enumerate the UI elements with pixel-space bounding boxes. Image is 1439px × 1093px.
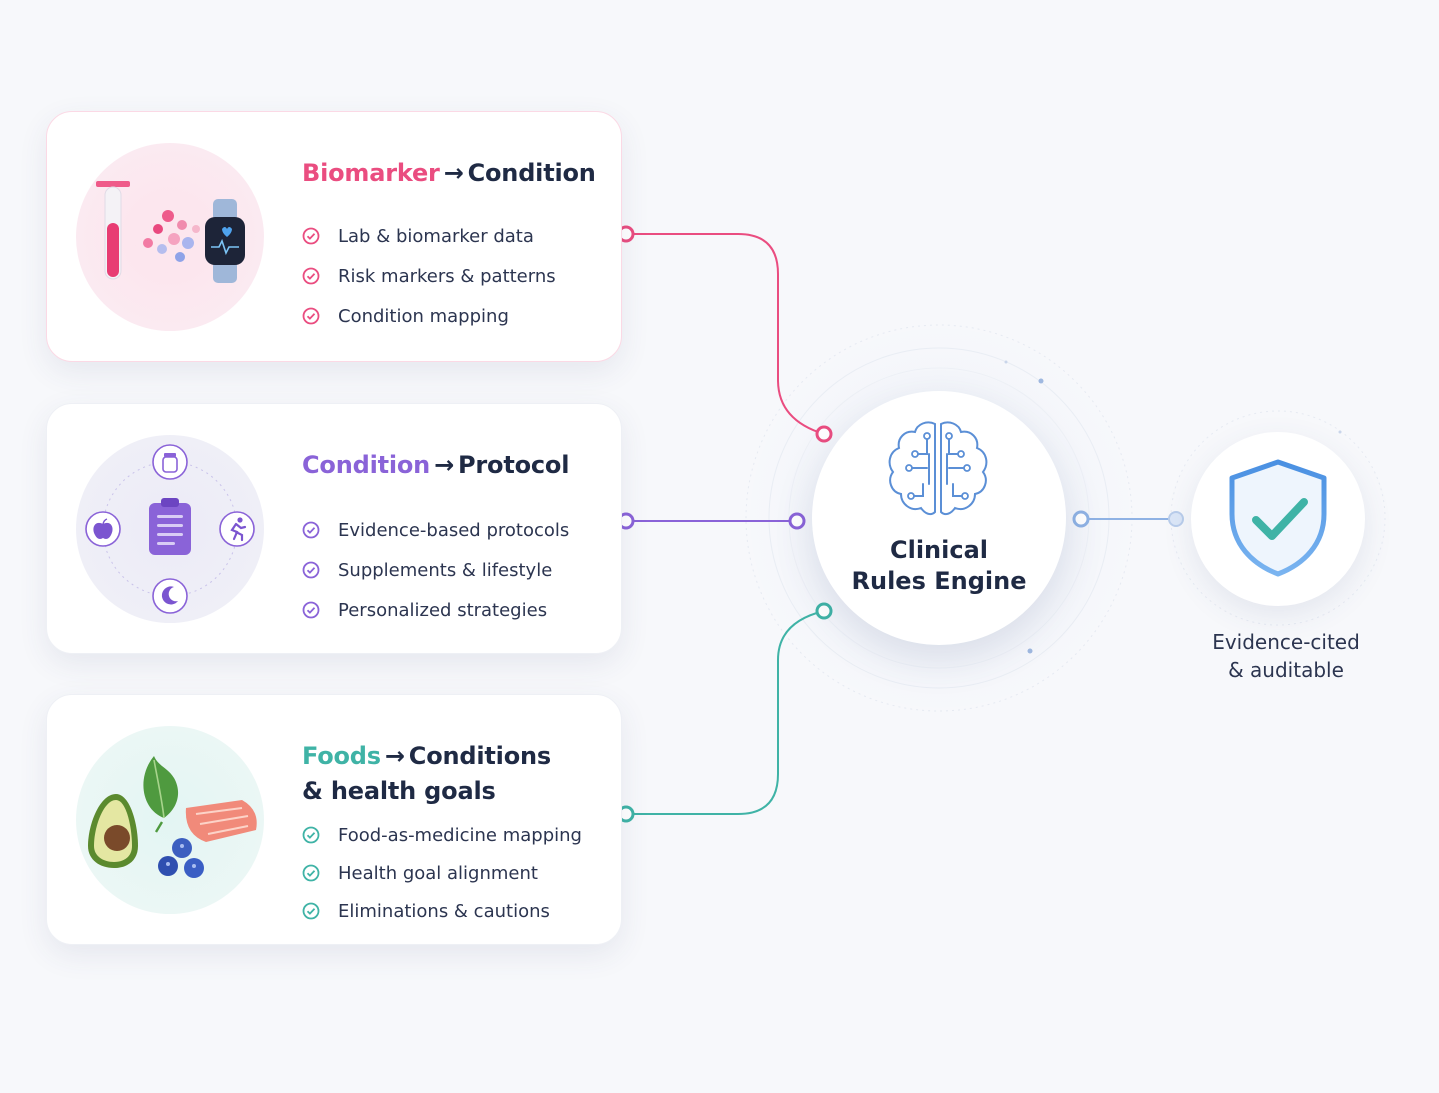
list-item-label: Lab & biomarker data [338, 225, 534, 247]
list-item: Condition mapping [302, 296, 556, 336]
salmon-icon [185, 800, 257, 842]
engine-label: Clinical Rules Engine [812, 535, 1066, 597]
title-highlight: Foods [302, 742, 381, 770]
list-item-label: Risk markers & patterns [338, 265, 556, 287]
protocol-illustration [76, 435, 264, 623]
molecule-cluster-icon [134, 197, 210, 273]
check-circle-icon [302, 902, 320, 920]
test-tube-icon [96, 181, 130, 280]
card-title: Foods→Conditions & health goals [302, 739, 612, 809]
output-label-line2: & auditable [1228, 658, 1344, 682]
title-rest-line2: & health goals [302, 777, 496, 805]
list-item-label: Food-as-medicine mapping [338, 824, 582, 846]
title-rest: Condition [467, 159, 596, 187]
wire-biomarker [626, 233, 825, 435]
port-cond-in [788, 512, 806, 530]
list-item-label: Health goal alignment [338, 862, 538, 884]
blueberries-icon [158, 838, 204, 878]
list-item: Risk markers & patterns [302, 256, 556, 296]
brain-circuit-icon [888, 421, 988, 516]
shield-ring [1170, 410, 1386, 626]
supplement-bottle-icon [152, 444, 188, 480]
list-item: Personalized strategies [302, 590, 569, 630]
feature-list: Food-as-medicine mapping Health goal ali… [302, 816, 582, 930]
arrow-icon: → [384, 742, 405, 770]
moon-icon [152, 578, 188, 614]
check-circle-icon [302, 601, 320, 619]
list-item: Eliminations & cautions [302, 892, 582, 930]
feature-list: Lab & biomarker data Risk markers & patt… [302, 216, 556, 336]
port-food-in [815, 602, 833, 620]
smartwatch-heart-icon [205, 199, 245, 283]
port-engine-out [1072, 510, 1090, 528]
clipboard-icon [149, 498, 191, 555]
runner-icon [219, 511, 255, 547]
check-circle-icon [302, 826, 320, 844]
list-item: Supplements & lifestyle [302, 550, 569, 590]
check-circle-icon [302, 267, 320, 285]
list-item-label: Eliminations & cautions [338, 900, 550, 922]
list-item: Evidence-based protocols [302, 510, 569, 550]
foods-illustration [76, 726, 264, 914]
ring-dot [1004, 360, 1008, 364]
title-rest: Protocol [458, 451, 570, 479]
ring-dot [1038, 378, 1044, 384]
list-item: Food-as-medicine mapping [302, 816, 582, 854]
check-circle-icon [302, 227, 320, 245]
list-item-label: Condition mapping [338, 305, 509, 327]
port-bio-in [815, 425, 833, 443]
check-circle-icon [302, 864, 320, 882]
ring-dot [1027, 648, 1033, 654]
port-shield-in [1168, 511, 1184, 527]
audit-shield-badge [1191, 432, 1365, 606]
arrow-icon: → [443, 159, 464, 187]
clinical-rules-engine: Clinical Rules Engine [812, 391, 1066, 645]
card-foods-conditions: Foods→Conditions & health goals Food-as-… [46, 694, 622, 945]
card-condition-protocol: Condition→Protocol Evidence-based protoc… [46, 403, 622, 654]
output-label-line1: Evidence-cited [1212, 630, 1360, 654]
wire-foods [626, 610, 825, 815]
list-item: Health goal alignment [302, 854, 582, 892]
list-item-label: Supplements & lifestyle [338, 559, 553, 581]
shield-check-icon [1229, 459, 1327, 577]
avocado-icon [88, 794, 138, 868]
list-item-label: Evidence-based protocols [338, 519, 570, 541]
card-biomarker-condition: Biomarker→Condition Lab & biomarker data… [46, 111, 622, 362]
arrow-icon: → [434, 451, 454, 479]
list-item-label: Personalized strategies [338, 599, 548, 621]
biomarker-illustration [76, 143, 264, 331]
engine-label-line2: Rules Engine [851, 567, 1027, 595]
card-title: Biomarker→Condition [302, 156, 612, 191]
check-circle-icon [302, 521, 320, 539]
title-rest: Conditions [408, 742, 551, 770]
list-item: Lab & biomarker data [302, 216, 556, 256]
engine-label-line1: Clinical [889, 536, 989, 564]
leafy-green-icon [143, 756, 179, 833]
title-highlight: Biomarker [302, 159, 440, 187]
output-label: Evidence-cited & auditable [1186, 628, 1386, 684]
ring-dot [1338, 430, 1342, 434]
check-circle-icon [302, 307, 320, 325]
title-highlight: Condition [302, 451, 431, 479]
card-title: Condition→Protocol [302, 448, 612, 483]
check-circle-icon [302, 561, 320, 579]
apple-icon [85, 511, 121, 547]
feature-list: Evidence-based protocols Supplements & l… [302, 510, 569, 630]
